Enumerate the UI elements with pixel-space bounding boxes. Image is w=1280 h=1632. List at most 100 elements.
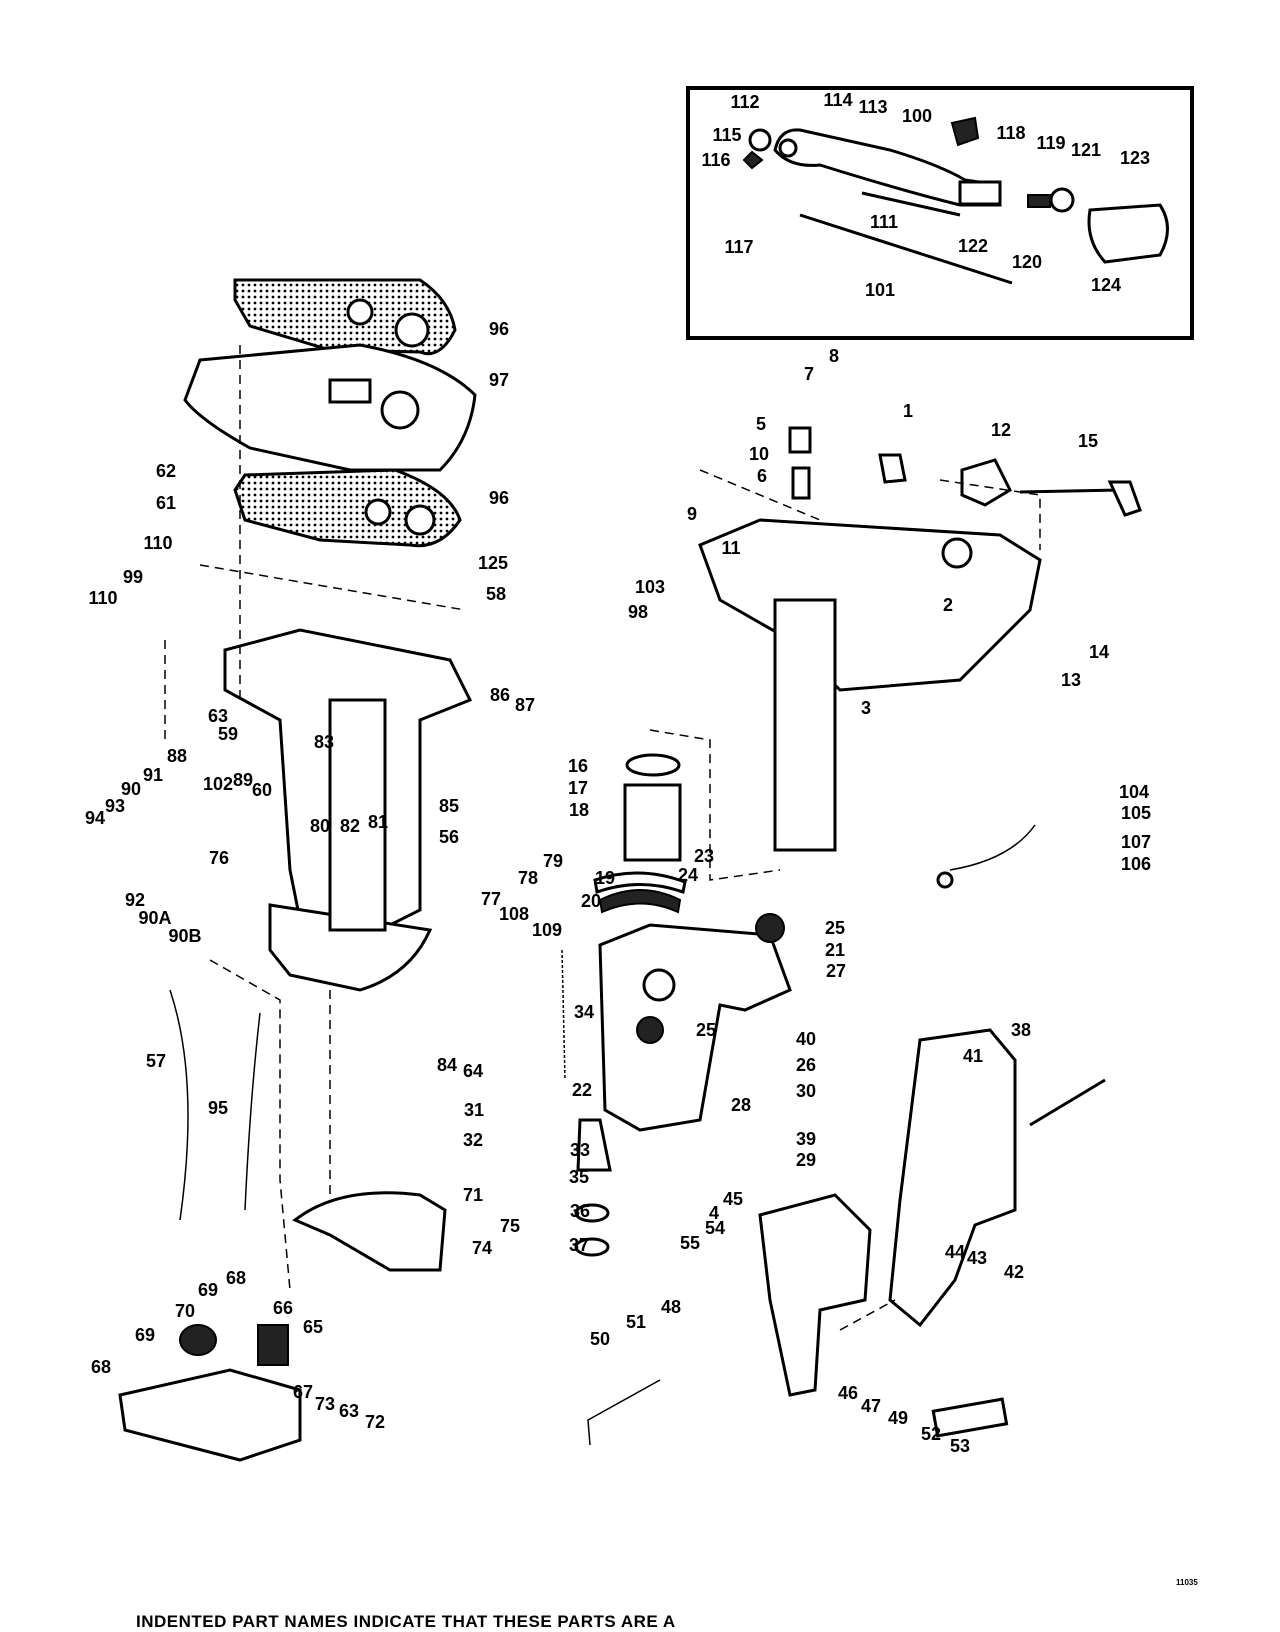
part-number-label: 77 — [481, 889, 501, 909]
part-number-label: 19 — [595, 868, 615, 888]
part-number-label: 94 — [85, 808, 105, 828]
part-number-label: 87 — [515, 695, 535, 715]
part-number-label: 63 — [208, 706, 228, 726]
part-number-label: 90B — [168, 926, 201, 946]
part-number-label: 99 — [123, 567, 143, 587]
part-number-label: 20 — [581, 891, 601, 911]
part-number-label: 72 — [365, 1412, 385, 1432]
part-number-label: 35 — [569, 1167, 589, 1187]
part-number-label: 119 — [1036, 133, 1065, 153]
part-number-label: 53 — [950, 1436, 970, 1456]
part-number-label: 9 — [687, 504, 697, 524]
part-number-label: 69 — [135, 1325, 155, 1345]
part-number-label: 95 — [208, 1098, 228, 1118]
part-number-label: 27 — [826, 961, 846, 981]
part-number-label: 124 — [1091, 275, 1121, 295]
part-number-label: 31 — [464, 1100, 484, 1120]
part-number-label: 41 — [963, 1046, 983, 1066]
part-number-label: 108 — [499, 904, 529, 924]
part-number-label: 82 — [340, 816, 360, 836]
part-number-label: 64 — [463, 1061, 483, 1081]
part-number-label: 68 — [226, 1268, 246, 1288]
part-number-label: 44 — [945, 1242, 965, 1262]
part-number-label: 85 — [439, 796, 459, 816]
part-number-label: 81 — [368, 812, 388, 832]
swivel-bracket — [698, 426, 1142, 852]
part-number-label: 58 — [486, 584, 506, 604]
part-number-label: 71 — [463, 1185, 483, 1205]
part-number-label: 79 — [543, 851, 563, 871]
part-number-label: 14 — [1089, 642, 1109, 662]
part-number-label: 123 — [1120, 148, 1150, 168]
part-number-label: 15 — [1078, 431, 1098, 451]
part-number-label: 7 — [804, 364, 814, 384]
part-number-label: 52 — [921, 1424, 941, 1444]
part-number-label: 101 — [865, 280, 895, 300]
part-number-label: 10 — [749, 444, 769, 464]
exhaust-housing — [223, 628, 473, 992]
part-number-label: 107 — [1121, 832, 1151, 852]
part-number-label: 30 — [796, 1081, 816, 1101]
part-number-label: 48 — [661, 1297, 681, 1317]
part-number-label: 37 — [569, 1235, 589, 1255]
part-number-label: 110 — [88, 588, 117, 608]
part-number-label: 61 — [156, 493, 176, 513]
part-number-label: 113 — [858, 97, 887, 117]
part-number-label: 88 — [167, 746, 187, 766]
footer-note: INDENTED PART NAMES INDICATE THAT THESE … — [136, 1612, 676, 1631]
part-number-label: 54 — [705, 1218, 725, 1238]
part-number-label: 92 — [125, 890, 145, 910]
part-number-label: 120 — [1012, 252, 1042, 272]
part-number-label: 118 — [996, 123, 1025, 143]
part-number-label: 29 — [796, 1150, 816, 1170]
part-number-label: 125 — [478, 553, 508, 573]
part-number-label: 11 — [721, 538, 740, 558]
part-number-label: 38 — [1011, 1020, 1031, 1040]
lower-covers — [118, 1118, 612, 1462]
part-number-label: 68 — [91, 1357, 111, 1377]
part-number-label: 116 — [701, 150, 730, 170]
dashed-alignment-lines — [164, 345, 1041, 1331]
part-number-label: 67 — [293, 1382, 313, 1402]
part-number-label: 32 — [463, 1130, 483, 1150]
steering-handle — [742, 116, 1169, 285]
lower-gasket — [233, 468, 462, 548]
part-number-label: 62 — [156, 461, 176, 481]
part-number-label: 25 — [696, 1020, 716, 1040]
part-number-label: 17 — [568, 778, 588, 798]
part-number-label: 78 — [518, 868, 538, 888]
part-number-label: 91 — [143, 765, 163, 785]
part-number-label: 86 — [490, 685, 510, 705]
part-number-label: 90 — [121, 779, 141, 799]
part-number-label: 63 — [339, 1401, 359, 1421]
part-number-label: 96 — [489, 319, 509, 339]
part-number-label: 36 — [570, 1201, 590, 1221]
part-number-label: 96 — [489, 488, 509, 508]
part-number-label: 23 — [694, 846, 714, 866]
part-number-label: 25 — [825, 918, 845, 938]
part-number-label: 46 — [838, 1383, 858, 1403]
part-number-label: 73 — [315, 1394, 335, 1414]
part-number-label: 3 — [861, 698, 871, 718]
part-number-label: 111 — [870, 212, 898, 232]
part-number-label: 83 — [314, 732, 334, 752]
part-number-label: 24 — [678, 865, 698, 885]
part-number-label: 105 — [1121, 803, 1151, 823]
part-number-label: 98 — [628, 602, 648, 622]
part-number-label: 4 — [709, 1203, 719, 1223]
part-number-label: 109 — [532, 920, 562, 940]
part-number-label: 49 — [888, 1408, 908, 1428]
part-number-label: 110 — [143, 533, 172, 553]
part-number-label: 84 — [437, 1055, 457, 1075]
part-number-label: 115 — [712, 125, 741, 145]
part-number-label: 50 — [590, 1329, 610, 1349]
part-number-label: 34 — [574, 1002, 594, 1022]
part-number-label: 21 — [825, 940, 845, 960]
part-number-label: 1 — [903, 401, 913, 421]
part-number-label: 42 — [1004, 1262, 1024, 1282]
part-number-label: 69 — [198, 1280, 218, 1300]
part-number-label: 39 — [796, 1129, 816, 1149]
part-number-label: 51 — [626, 1312, 646, 1332]
